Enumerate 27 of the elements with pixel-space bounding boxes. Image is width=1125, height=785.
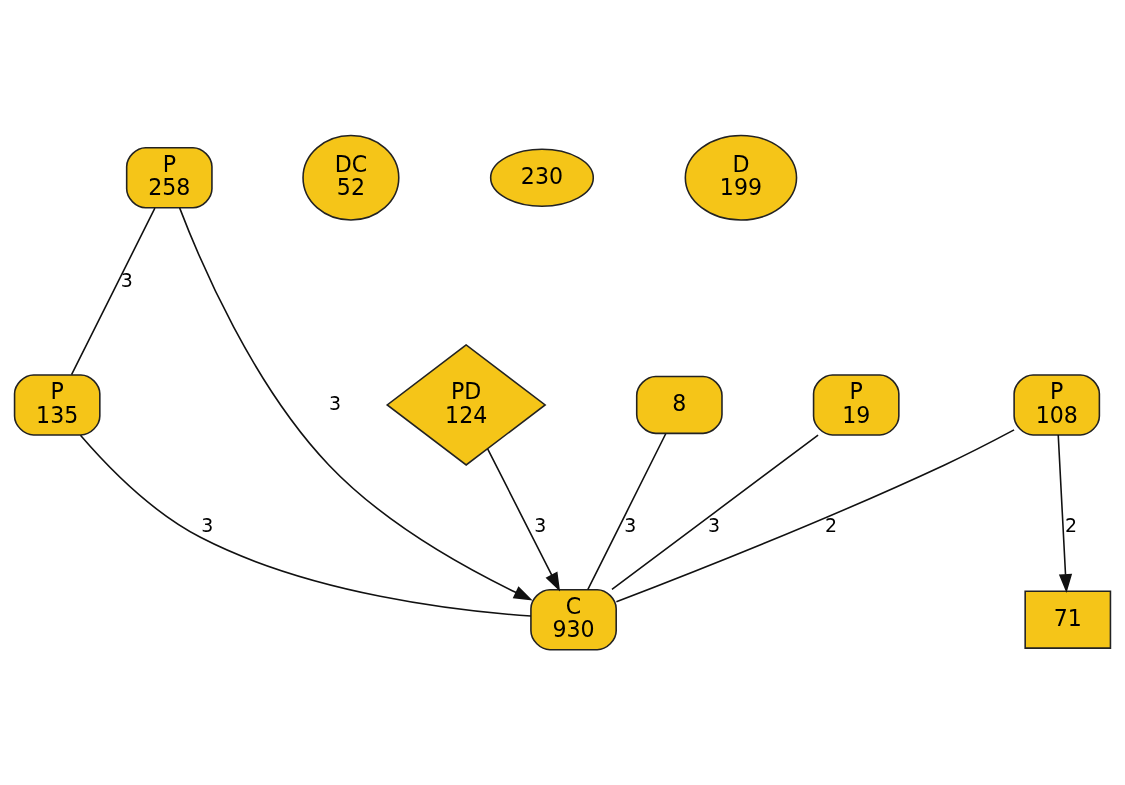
node-box: P 108 (1013, 374, 1101, 436)
connector (615, 429, 1015, 603)
edge-label: 2 (1064, 514, 1077, 537)
node-box: 71 (1024, 590, 1112, 649)
node-box: 8 (635, 375, 723, 435)
edge-label: 3 (534, 514, 547, 537)
connector (79, 434, 532, 617)
node-ellipse: DC 52 (302, 134, 400, 221)
arrow (178, 207, 533, 601)
node-ellipse: D 199 (684, 134, 798, 221)
edge-label: 3 (708, 514, 721, 537)
edge-label: 3 (201, 514, 214, 537)
edge-label: 3 (120, 269, 133, 292)
node-box: P 135 (13, 374, 101, 436)
node-box: P 19 (812, 374, 900, 436)
arrow (486, 448, 561, 592)
connector (611, 434, 819, 591)
connector (70, 207, 156, 376)
node-diamond: PD 124 (385, 343, 547, 466)
edge-label: 3 (329, 391, 342, 414)
edge-label: 3 (624, 514, 637, 537)
node-box: P 258 (125, 146, 213, 209)
node-box: C 930 (530, 588, 617, 651)
node-ellipse: 230 (489, 148, 595, 207)
connector (587, 432, 667, 591)
edge-label: 2 (824, 514, 837, 537)
arrow (1057, 434, 1073, 594)
